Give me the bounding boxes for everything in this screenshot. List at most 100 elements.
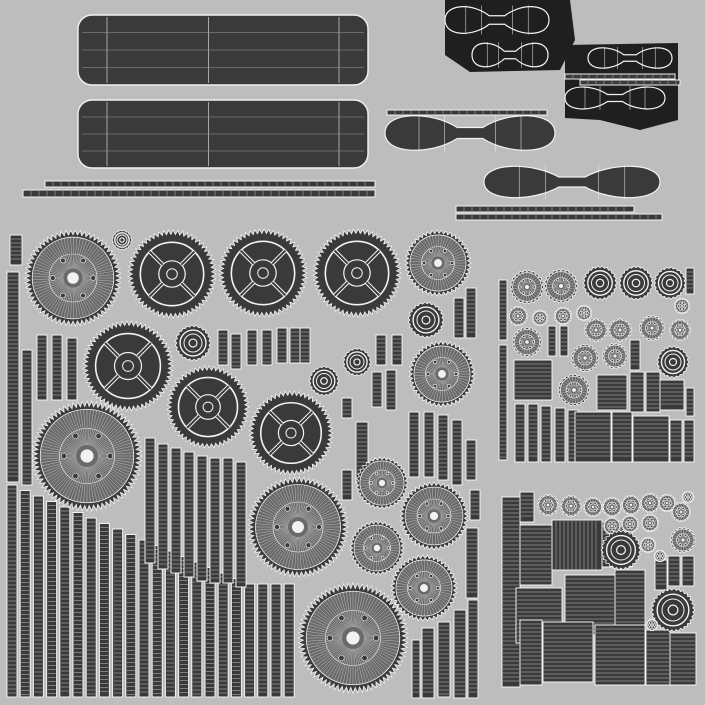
gear-island-44-center [629,503,633,507]
gear-island-22-hatch [553,273,560,284]
gear-island-20-hatch [342,648,351,684]
gear-island-17-hatch [408,502,429,514]
gear-island-22-hatch [556,272,561,283]
gear-island-0-hatch [41,284,66,305]
bar-island-26 [178,556,190,698]
gear-island-5-bolt [429,273,434,277]
gear-island-39-hatch [574,377,579,388]
gear-island-15-hatch [287,536,296,569]
gear-island-36-hatch [583,346,585,356]
bar-island-50-outline [341,397,353,419]
gear-island-32-hatch [641,326,650,328]
gear-island-30-hatch [585,328,594,330]
gear-island-18-hatch [356,536,373,546]
gear-island-56 [650,587,696,633]
gear-island-49-bolt [626,519,630,523]
gear-island-49-bolt [626,525,630,529]
gear-island-0-hatch [75,287,84,318]
gear-island-5-hatch [443,266,462,279]
gear-island-37-hatch [604,351,613,356]
gear-island-19-hatch [428,592,444,609]
gear-island-36-hatch [574,351,583,357]
gear-island-19-hatch [408,593,421,612]
gear-island-0-hatch [36,282,65,296]
gear-island-33-bolt [676,324,680,328]
gear-island-20-hatch [339,648,351,683]
gear-island-5-hatch [441,268,452,288]
gear-island-32-bolt [647,321,651,325]
gear-island-21-hatch [528,289,536,299]
gear-island-5-hatch [444,263,466,267]
gear-island-40 [536,493,560,517]
gear-island-14-hatch [83,466,87,503]
gear-island-5-bolt [429,249,434,253]
gear-island-9 [248,390,334,476]
gear-island-51-bolt [683,510,687,514]
gear-island-13-hatch [416,362,437,372]
gear-island-19-mid-ring [407,571,441,605]
bar-island-84 [596,374,628,411]
gear-island-0-hatch [80,250,104,272]
bar-island-103 [594,624,646,686]
gear-island-52 [639,536,657,554]
gear-island-5-hatch [439,235,446,257]
bar-island-75 [527,403,539,463]
gear-island-22-hatch [550,275,559,284]
bar-island-3-outline [455,205,635,213]
gear-island-22 [543,268,579,304]
gear-island-6-spoke-inner [104,342,120,358]
gear-island-20-hatch [363,621,397,635]
gear-island-15-hatch [307,527,341,531]
bar-island-84-outline [596,374,628,411]
gear-island-44-bolt [633,503,637,507]
bar-island-13-outline [6,484,18,698]
bar-island-2 [386,109,548,116]
bar-island-106-outline [654,559,668,591]
gear-island-22-hatch [546,286,558,288]
gear-island-20-hatch [306,631,343,637]
bar-island-23 [138,539,150,698]
gear-island-14-hatch [42,458,77,470]
bar-island-63 [465,527,479,599]
gear-island-13-hatch [421,354,438,370]
bar-island-61 [465,287,477,339]
gear-island-21-hatch [529,280,540,286]
gear-island-4 [312,228,402,318]
gear-island-44-bolt [627,499,631,503]
gear-island-40-bolt [541,503,545,507]
gear-island-8-rim [177,376,239,438]
gear-island-23-rim [587,270,613,296]
gear-island-18-bolt [369,556,373,560]
gear-island-16-hatch [365,486,379,499]
gear-island-56-inner-ring [661,598,685,622]
gear-island-0-hatch [82,278,114,282]
propeller-blade-4-outline [564,86,666,110]
gear-island-20-hatch [362,643,393,664]
gear-island-39-hatch [563,380,572,389]
gear-island-14-bolt [95,432,102,440]
gear-island-22-hatch [562,289,567,300]
gear-island-20-hatch [361,609,391,632]
gear-island-5-hatch [409,263,432,265]
gear-island-53-hatch [685,536,694,540]
gear-island-35-hatch [515,335,525,341]
bar-island-92 [629,339,641,371]
gear-island-13-hatch [447,377,466,390]
gear-island-46 [657,493,677,513]
gear-island-17-hatch [432,522,434,545]
gear-island-2-axle [166,268,178,280]
gear-island-18-bolt [381,556,385,560]
gear-island-0-hatch [76,240,91,270]
gear-island-13-hatch [445,379,456,399]
gear-island-27 [531,309,549,327]
gear-island-0-hatch [43,249,67,272]
gear-island-5-hatch [410,263,432,269]
gear-island-15-hatch [263,532,291,553]
gear-island-20-hatch [363,638,400,642]
gear-island-37-bolt [610,349,614,353]
gear-island-15-hatch [255,520,289,526]
gear-island-33-bolt [683,328,687,332]
gear-island-18-hatch [358,533,373,545]
gear-island-57-bolt [651,621,655,625]
gear-island-22-hatch [559,289,561,301]
